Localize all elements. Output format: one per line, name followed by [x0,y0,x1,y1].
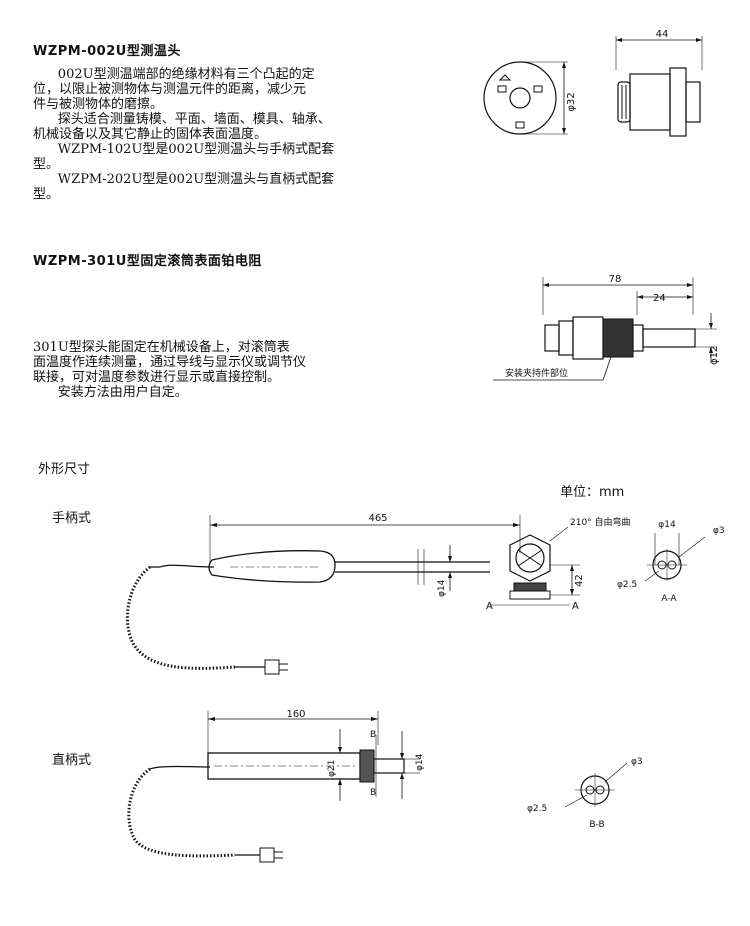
dim-tip-24: 24 [653,293,666,304]
sec-a-outer: φ14 [658,520,676,530]
section-b-b: φ3 φ2.5 B-B [527,757,643,830]
sec-a-title: A-A [661,594,677,604]
sec-b-title: B-B [589,820,604,830]
dim-length-465: 465 [368,513,387,524]
section1-line: WZPM-102U型是002U型测温头与手柄式配套 [33,142,335,157]
probe-301u-drawing: 78 24 φ12 安装夹持件部位 [493,274,720,381]
dim-diameter-12: φ12 [709,346,720,365]
dim-diameter-14: φ14 [437,579,447,597]
dim-length-160: 160 [286,709,305,720]
section2-line: 安装方法由用户自定。 [33,385,188,400]
section1-line: 位，以限止被测物体与测温元件的距离，减少元 [33,82,307,97]
dim-length-44: 44 [656,29,669,40]
handle-type-drawing: 465 φ14 A A 42 210° 自由弯曲 [126,513,631,675]
section1-line: WZPM-202U型是002U型测温头与直柄式配套 [33,172,335,187]
dim-height-42: 42 [574,574,585,587]
section2-line: 面温度作连续测量，通过导线与显示仪或调节仪 [33,355,307,370]
sec-a-hole: φ3 [713,526,725,536]
probe-002u-end-view: φ32 [483,61,577,135]
dim-body-21: φ21 [327,760,337,777]
section2-line: 301U型探头能固定在机械设备上，对滚筒表 [33,340,290,355]
section-a-a: φ14 φ3 φ2.5 A-A [617,520,725,604]
sec-b-hole: φ3 [631,757,643,767]
section1-line: 型。 [33,157,60,172]
cut-mark-a-right: A [572,601,579,612]
section1-title: WZPM-002U型测温头 [33,44,181,59]
mount-label: 安装夹持件部位 [505,367,568,379]
unit-label: 单位：mm [560,485,625,500]
section1-line: 002U型测温端部的绝缘材料有三个凸起的定 [33,67,315,82]
section1-description: 002U型测温端部的绝缘材料有三个凸起的定 位，以限止被测物体与测温元件的距离，… [33,67,334,202]
dim-total-78: 78 [609,274,622,285]
probe-002u-side-view: 44 [615,29,703,137]
sec-b-pitch: φ2.5 [527,804,547,814]
section2-description: 301U型探头能固定在机械设备上，对滚筒表 面温度作连续测量，通过导线与显示仪或… [33,340,306,400]
section1-line: 型。 [33,187,60,202]
straight-type-label: 直柄式 [52,753,92,768]
section3-title: 外形尺寸 [38,462,91,477]
section2-title: WZPM-301U型固定滚筒表面铂电阻 [33,254,262,269]
sec-a-pitch: φ2.5 [617,580,637,590]
cut-mark-b-top: B [370,730,376,740]
straight-type-drawing: 160 φ21 B B φ14 [127,709,425,863]
cut-mark-a-left: A [486,601,493,612]
handle-type-label: 手柄式 [52,511,92,526]
cut-mark-b-bottom: B [370,788,376,798]
dim-diameter-32: φ32 [566,92,577,111]
section1-line: 件与被测物体的磨擦。 [33,97,164,112]
section1-line: 探头适合测量铸模、平面、墙面、模具、轴承、 [33,112,331,127]
dim-tip-14: φ14 [415,753,425,771]
bend-note: 210° 自由弯曲 [570,516,631,528]
section2-line: 联接，可对温度参数进行显示或直接控制。 [33,370,281,385]
section1-line: 机械设备以及其它静止的固体表面温度。 [33,127,268,142]
